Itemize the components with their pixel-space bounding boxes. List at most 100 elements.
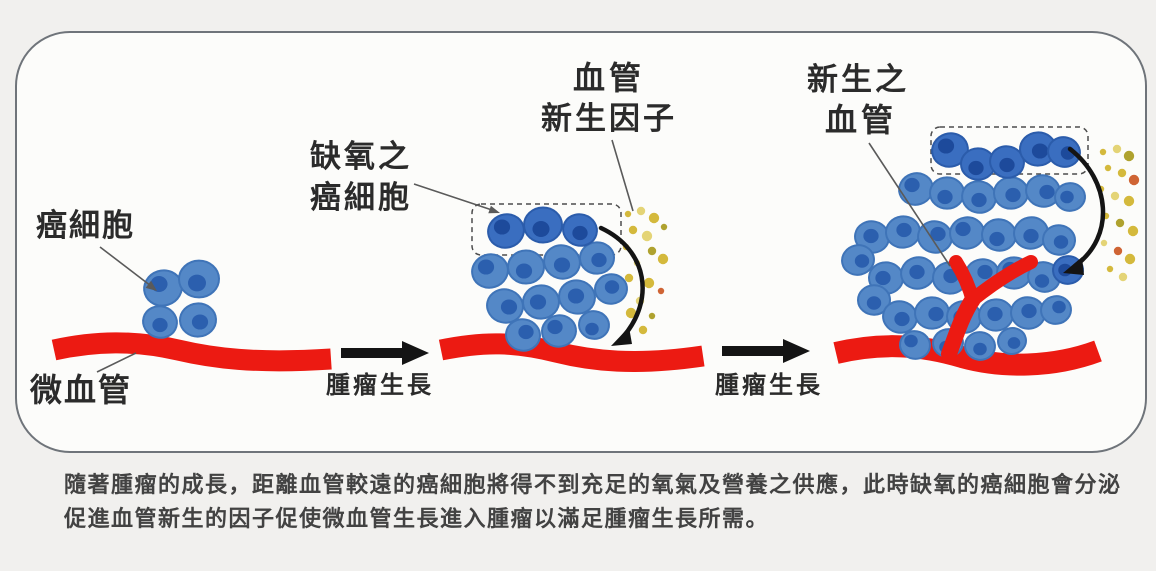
caption-line-1: 隨著腫瘤的成長，距離血管較遠的癌細胞將得不到充足的氧氣及營養之供應，此時缺氧的癌… — [64, 472, 1122, 497]
angiogenic-factor-dot — [1123, 150, 1135, 162]
cell-nucleus — [500, 299, 518, 315]
angiogenic-factor-dot — [624, 273, 634, 283]
angiogenic-factor-dot — [648, 312, 656, 320]
angiogenic-factor-dot — [638, 325, 648, 335]
right-arrow-icon — [341, 341, 429, 365]
tumor-growth-label-2: 腫瘤生長 — [715, 371, 823, 399]
cell-nucleus — [937, 138, 955, 154]
stage-1-initial-tumor: 癌細胞 微血管 — [29, 208, 332, 408]
right-arrow-icon — [722, 339, 810, 363]
cell-nucleus — [863, 228, 879, 244]
cell-nucleus — [896, 222, 912, 238]
angiogenic-factor-dot — [624, 210, 632, 218]
angiogenic-factor-dot — [1123, 195, 1135, 207]
angiogenic-factor-dot — [1113, 246, 1123, 256]
cell-nucleus — [585, 322, 599, 336]
cell-nucleus — [989, 231, 1005, 247]
factor-diffusion-arrow — [1067, 146, 1106, 269]
cell-nucleus — [1021, 303, 1037, 319]
cancer-cell-cluster — [142, 259, 220, 339]
cell-nucleus — [904, 334, 918, 348]
cell-nucleus — [493, 219, 511, 235]
cell-nucleus — [567, 288, 585, 304]
cancer-cell-label: 癌細胞 — [36, 208, 135, 243]
capillary-vessel — [51, 332, 332, 372]
cell-nucleus — [572, 225, 588, 241]
cell-nucleus — [937, 189, 953, 205]
caption-line-2: 促進血管新生的因子促使微血管生長進入腫瘤以滿足腫瘤生長所需。 — [63, 506, 769, 531]
angiogenic-factor-dot — [643, 277, 655, 289]
stage-3-vascularized-tumor: 新生之 血管 — [807, 62, 1140, 376]
tumor-growth-label-1: 腫瘤生長 — [326, 371, 434, 399]
cancer-cell-pointer-line — [99, 246, 152, 287]
cell-nucleus — [1060, 190, 1074, 204]
factor-pointer-line — [611, 139, 634, 212]
hypoxic-zone-dashed-box — [471, 203, 622, 256]
angiogenic-factor-dot — [648, 212, 660, 224]
cell-nucleus — [999, 157, 1015, 173]
cell-nucleus — [553, 257, 571, 273]
cell-nucleus — [477, 259, 495, 275]
cell-nucleus — [518, 324, 534, 340]
cell-nucleus — [532, 221, 550, 237]
cell-nucleus — [928, 306, 944, 322]
angiogenic-factor-dot — [1100, 239, 1108, 247]
cancer-cell-cluster — [841, 131, 1086, 361]
angiogenic-factor-dot — [657, 253, 669, 265]
cell-nucleus — [987, 306, 1003, 322]
cell-nucleus — [854, 254, 870, 268]
cell-nucleus — [968, 160, 984, 176]
arc-arrowhead-icon — [1063, 257, 1084, 275]
angiogenic-factor-dot — [641, 230, 653, 242]
arc-arrowhead-icon — [611, 327, 632, 346]
angiogenic-factor-label-line1: 血管 — [573, 60, 645, 96]
cancer-cell-cluster — [471, 206, 628, 352]
cell-nucleus — [894, 311, 910, 327]
new-vessel-label-line1: 新生之 — [807, 62, 909, 97]
angiogenic-factor-dot — [1106, 265, 1114, 273]
stage-2-hypoxic-tumor: 缺氧之 癌細胞 血管 新生因子 — [310, 60, 705, 373]
angiogenic-factor-dot — [1104, 164, 1112, 172]
cell-nucleus — [909, 264, 925, 280]
new-vessel-pointer-line — [868, 142, 951, 267]
angiogenic-factor-dot — [1118, 272, 1128, 282]
cell-nucleus — [1005, 187, 1021, 203]
cell-nucleus — [866, 296, 882, 310]
angiogenic-factor-dot — [1127, 225, 1139, 237]
capillary-vessel — [833, 335, 1102, 376]
capillary-vessel — [438, 333, 705, 373]
angiogenic-factor-dots — [622, 206, 669, 335]
cell-nucleus — [973, 342, 987, 356]
angiogenic-factor-dot — [657, 287, 665, 295]
hypoxic-cells-label-line2: 癌細胞 — [310, 180, 412, 215]
angiogenic-factor-dot — [1124, 253, 1136, 265]
angiogenic-factor-dot — [1112, 144, 1122, 154]
cell-nucleus — [604, 280, 620, 294]
cell-nucleus — [1034, 274, 1050, 288]
cell-nucleus — [1053, 235, 1069, 249]
pointer-arrowhead-icon — [488, 205, 500, 214]
cell-nucleus — [930, 226, 946, 242]
angiogenic-factor-dot — [1117, 168, 1127, 178]
cell-nucleus — [971, 192, 987, 208]
cell-nucleus — [547, 319, 563, 335]
cell-nucleus — [955, 221, 971, 237]
new-vessel-label-line2: 血管 — [825, 102, 897, 138]
angiogenic-factor-label-line2: 新生因子 — [541, 101, 677, 136]
cell-nucleus — [904, 177, 920, 193]
angiogenic-factor-dot — [1110, 191, 1120, 201]
angiogenic-factor-dot — [1115, 218, 1125, 228]
angiogenic-factor-dot — [1099, 148, 1107, 156]
angiogenic-factor-dot — [660, 223, 668, 231]
cell-nucleus — [1031, 143, 1049, 159]
cell-nucleus — [188, 274, 206, 292]
new-vessel-branch-right — [964, 255, 1038, 308]
factor-diffusion-arrow — [598, 225, 645, 340]
cell-nucleus — [515, 263, 533, 279]
capillary-label: 微血管 — [29, 372, 132, 408]
cell-nucleus — [191, 314, 209, 330]
angiogenic-factor-dot — [1128, 174, 1140, 186]
angiogenic-factor-dot — [628, 225, 638, 235]
angiogenic-factor-dot — [647, 246, 657, 256]
